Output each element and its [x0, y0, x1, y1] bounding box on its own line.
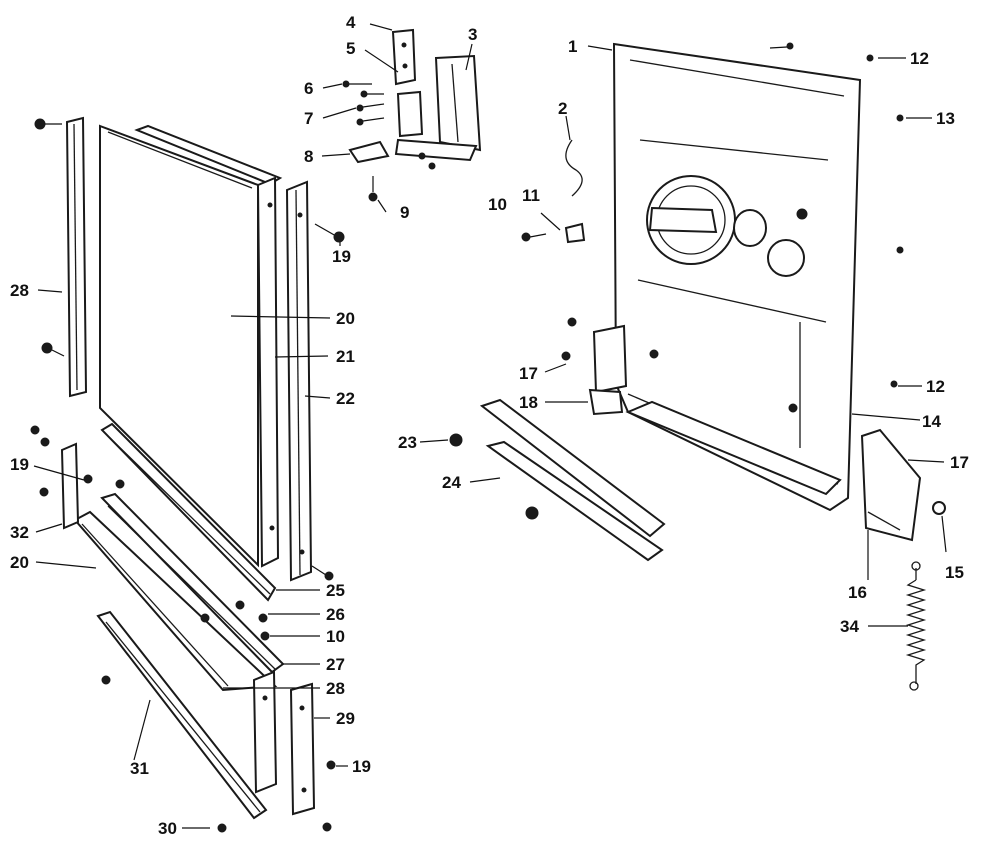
callout-12-top: 12 [910, 49, 929, 68]
hinge-plate-5-7 [396, 90, 424, 138]
bottom-rail-24 [449, 398, 666, 562]
callout-8: 8 [304, 147, 313, 166]
door-outer-panel [99, 124, 259, 568]
detergent-dispenser [646, 175, 736, 265]
callout-5: 5 [346, 39, 355, 58]
latch-plate-8 [348, 140, 390, 164]
callout-6: 6 [304, 79, 313, 98]
round-vent-ring [767, 208, 808, 277]
callout-10-top: 10 [488, 195, 507, 214]
door-latch-arm-16 [860, 428, 922, 542]
callout-34: 34 [840, 617, 859, 636]
liner-bottom-vent-strip [625, 400, 842, 496]
small-screws-lower-left [30, 425, 336, 833]
inner-door-liner [612, 42, 862, 512]
door-right-side-trim [285, 180, 313, 582]
callout-26: 26 [326, 605, 345, 624]
door-top-trim [134, 124, 283, 186]
bushing-15 [932, 501, 946, 515]
callout-12-lower: 12 [926, 377, 945, 396]
lower-rail-upper [100, 422, 277, 602]
callout-20-lower: 20 [10, 553, 29, 572]
callout-30: 30 [158, 819, 177, 838]
side-trim-strip-left [65, 116, 88, 398]
callout-14: 14 [922, 412, 941, 431]
callout-22: 22 [336, 389, 355, 408]
callout-23: 23 [398, 433, 417, 452]
screw-19-upper [314, 223, 345, 243]
door-spring-34 [905, 561, 927, 691]
callout-labels: 1 2 3 4 5 6 7 8 9 10 11 12 13 12 14 17 1… [10, 13, 969, 838]
screw-10-top [521, 232, 547, 242]
callout-4: 4 [346, 13, 356, 32]
callout-leader-lines [33, 23, 947, 829]
callout-28-top: 28 [10, 281, 29, 300]
callout-13: 13 [936, 109, 955, 128]
hinge-bracket-17-18 [561, 317, 628, 416]
callout-2: 2 [558, 99, 567, 118]
bottom-kick-rail [96, 610, 268, 820]
screw-mid-left [41, 342, 65, 357]
callout-1: 1 [568, 37, 577, 56]
callout-29: 29 [336, 709, 355, 728]
screw-lower-right-trim [311, 565, 334, 581]
bracket-29 [289, 682, 316, 816]
door-gasket-strip [256, 176, 280, 568]
callout-17-left: 17 [519, 364, 538, 383]
callout-18: 18 [519, 393, 538, 412]
callout-27: 27 [326, 655, 345, 674]
callout-19-mid: 19 [10, 455, 29, 474]
callout-11: 11 [522, 186, 540, 205]
hinge-bracket-4 [391, 28, 417, 86]
callout-10-lower: 10 [326, 627, 345, 646]
callout-19-top: 19 [332, 247, 351, 266]
callout-21: 21 [336, 347, 355, 366]
callout-15: 15 [945, 563, 964, 582]
callout-20-top: 20 [336, 309, 355, 328]
callout-28-lower: 28 [326, 679, 345, 698]
callout-7: 7 [304, 109, 313, 128]
callout-19-lower: 19 [352, 757, 371, 776]
callout-24: 24 [442, 473, 461, 492]
callout-17-right: 17 [950, 453, 969, 472]
callout-25: 25 [326, 581, 345, 600]
callout-31: 31 [130, 759, 149, 778]
callout-9: 9 [400, 203, 409, 222]
callout-3: 3 [468, 25, 477, 44]
liner-screws [649, 42, 904, 413]
callout-16: 16 [848, 583, 867, 602]
hinge-assembly-3 [394, 54, 482, 162]
small-bracket-32 [60, 442, 80, 530]
rinse-aid-cap [733, 209, 767, 247]
callout-32: 32 [10, 523, 29, 542]
hinge-screws [342, 80, 436, 202]
end-cap-27 [252, 670, 278, 794]
clip-11 [564, 222, 586, 244]
spring-wire-2 [565, 139, 583, 197]
screw-top-left [34, 118, 62, 130]
